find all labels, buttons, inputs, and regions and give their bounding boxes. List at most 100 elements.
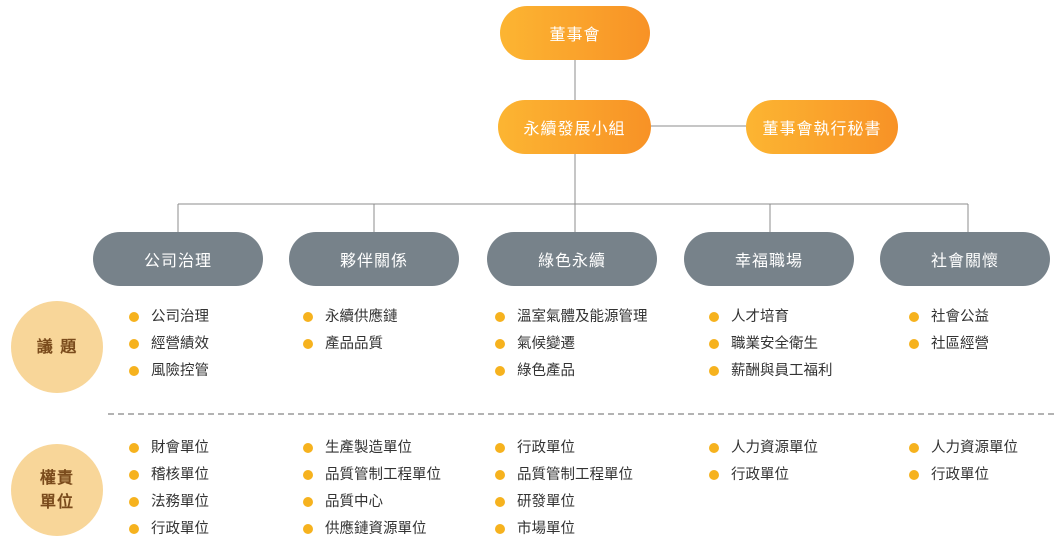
issues-list-governance: 公司治理 經營績效 風險控管 xyxy=(129,304,209,385)
issue-text: 公司治理 xyxy=(151,309,209,325)
unit-text: 人力資源單位 xyxy=(731,440,818,456)
issue-text: 社區經營 xyxy=(931,336,989,352)
bullet-dot-icon xyxy=(129,443,139,453)
issues-list-happy-workplace: 人才培育 職業安全衛生 薪酬與員工福利 xyxy=(709,304,833,385)
list-item: 法務單位 xyxy=(129,489,209,516)
secretary-node-label: 董事會執行秘書 xyxy=(762,119,882,138)
bullet-dot-icon xyxy=(909,443,919,453)
list-item: 行政單位 xyxy=(709,462,818,489)
bullet-dot-icon xyxy=(495,497,505,507)
unit-text: 品質中心 xyxy=(325,494,383,510)
units-row-label: 權責 單位 xyxy=(11,444,103,536)
unit-text: 人力資源單位 xyxy=(931,440,1018,456)
list-item: 行政單位 xyxy=(495,435,633,462)
section-divider xyxy=(108,413,1054,415)
pillar-label: 公司治理 xyxy=(143,251,212,270)
bullet-dot-icon xyxy=(303,524,313,534)
list-item: 研發單位 xyxy=(495,489,633,516)
units-list-social-care: 人力資源單位 行政單位 xyxy=(909,435,1018,489)
issues-list-social-care: 社會公益 社區經營 xyxy=(909,304,989,358)
pillar-label: 幸福職場 xyxy=(734,251,803,270)
list-item: 職業安全衛生 xyxy=(709,331,833,358)
pillar-label: 社會關懷 xyxy=(930,251,999,270)
pillar-node-social-care: 社會關懷 xyxy=(880,232,1050,286)
sustainability-committee-node: 永續發展小組 xyxy=(498,100,651,154)
issue-text: 人才培育 xyxy=(731,309,789,325)
bullet-dot-icon xyxy=(129,497,139,507)
bullet-dot-icon xyxy=(129,339,139,349)
list-item: 綠色產品 xyxy=(495,358,648,385)
bullet-dot-icon xyxy=(909,339,919,349)
bullet-dot-icon xyxy=(303,443,313,453)
pillar-label: 綠色永續 xyxy=(537,251,606,270)
issue-text: 氣候變遷 xyxy=(517,336,575,352)
unit-text: 行政單位 xyxy=(731,467,789,483)
unit-text: 財會單位 xyxy=(151,440,209,456)
issue-text: 永續供應鏈 xyxy=(325,309,398,325)
committee-node-label: 永續發展小組 xyxy=(523,119,626,138)
unit-text: 法務單位 xyxy=(151,494,209,510)
bullet-dot-icon xyxy=(709,470,719,480)
bullet-dot-icon xyxy=(303,497,313,507)
list-item: 產品品質 xyxy=(303,331,398,358)
unit-text: 品質管制工程單位 xyxy=(325,467,441,483)
bullet-dot-icon xyxy=(909,312,919,322)
units-label-line: 權責 xyxy=(39,468,74,487)
bullet-dot-icon xyxy=(909,470,919,480)
list-item: 永續供應鏈 xyxy=(303,304,398,331)
list-item: 經營績效 xyxy=(129,331,209,358)
unit-text: 稽核單位 xyxy=(151,467,209,483)
list-item: 財會單位 xyxy=(129,435,209,462)
list-item: 供應鏈資源單位 xyxy=(303,516,441,543)
list-item: 行政單位 xyxy=(129,516,209,543)
bullet-dot-icon xyxy=(709,366,719,376)
unit-text: 行政單位 xyxy=(931,467,989,483)
list-item: 人才培育 xyxy=(709,304,833,331)
unit-text: 研發單位 xyxy=(517,494,575,510)
pillar-label: 夥伴關係 xyxy=(339,251,408,270)
unit-text: 行政單位 xyxy=(517,440,575,456)
bullet-dot-icon xyxy=(709,443,719,453)
issue-text: 產品品質 xyxy=(325,336,383,352)
unit-text: 品質管制工程單位 xyxy=(517,467,633,483)
unit-text: 供應鏈資源單位 xyxy=(325,521,427,537)
pillar-node-governance: 公司治理 xyxy=(93,232,263,286)
issue-text: 職業安全衛生 xyxy=(731,336,818,352)
bullet-dot-icon xyxy=(709,312,719,322)
list-item: 社會公益 xyxy=(909,304,989,331)
issue-text: 風險控管 xyxy=(151,363,209,379)
issue-text: 溫室氣體及能源管理 xyxy=(517,309,648,325)
list-item: 風險控管 xyxy=(129,358,209,385)
bullet-dot-icon xyxy=(495,470,505,480)
units-label-line: 單位 xyxy=(39,492,74,511)
board-node: 董事會 xyxy=(500,6,650,60)
list-item: 公司治理 xyxy=(129,304,209,331)
list-item: 人力資源單位 xyxy=(709,435,818,462)
list-item: 社區經營 xyxy=(909,331,989,358)
unit-text: 行政單位 xyxy=(151,521,209,537)
issue-text: 社會公益 xyxy=(931,309,989,325)
unit-text: 市場單位 xyxy=(517,521,575,537)
list-item: 品質中心 xyxy=(303,489,441,516)
pillar-node-happy-workplace: 幸福職場 xyxy=(684,232,854,286)
list-item: 溫室氣體及能源管理 xyxy=(495,304,648,331)
pillar-node-green-sustainability: 綠色永續 xyxy=(487,232,657,286)
pillar-node-partnership: 夥伴關係 xyxy=(289,232,459,286)
issue-text: 綠色產品 xyxy=(517,363,575,379)
bullet-dot-icon xyxy=(495,339,505,349)
bullet-dot-icon xyxy=(495,524,505,534)
board-secretary-node: 董事會執行秘書 xyxy=(746,100,898,154)
bullet-dot-icon xyxy=(709,339,719,349)
units-list-happy-workplace: 人力資源單位 行政單位 xyxy=(709,435,818,489)
bullet-dot-icon xyxy=(303,470,313,480)
units-list-governance: 財會單位 稽核單位 法務單位 行政單位 xyxy=(129,435,209,543)
bullet-dot-icon xyxy=(129,524,139,534)
list-item: 品質管制工程單位 xyxy=(303,462,441,489)
issues-label-line: 議 題 xyxy=(36,337,78,356)
issue-text: 經營績效 xyxy=(151,336,209,352)
bullet-dot-icon xyxy=(495,443,505,453)
bullet-dot-icon xyxy=(129,312,139,322)
list-item: 生產製造單位 xyxy=(303,435,441,462)
bullet-dot-icon xyxy=(129,470,139,480)
